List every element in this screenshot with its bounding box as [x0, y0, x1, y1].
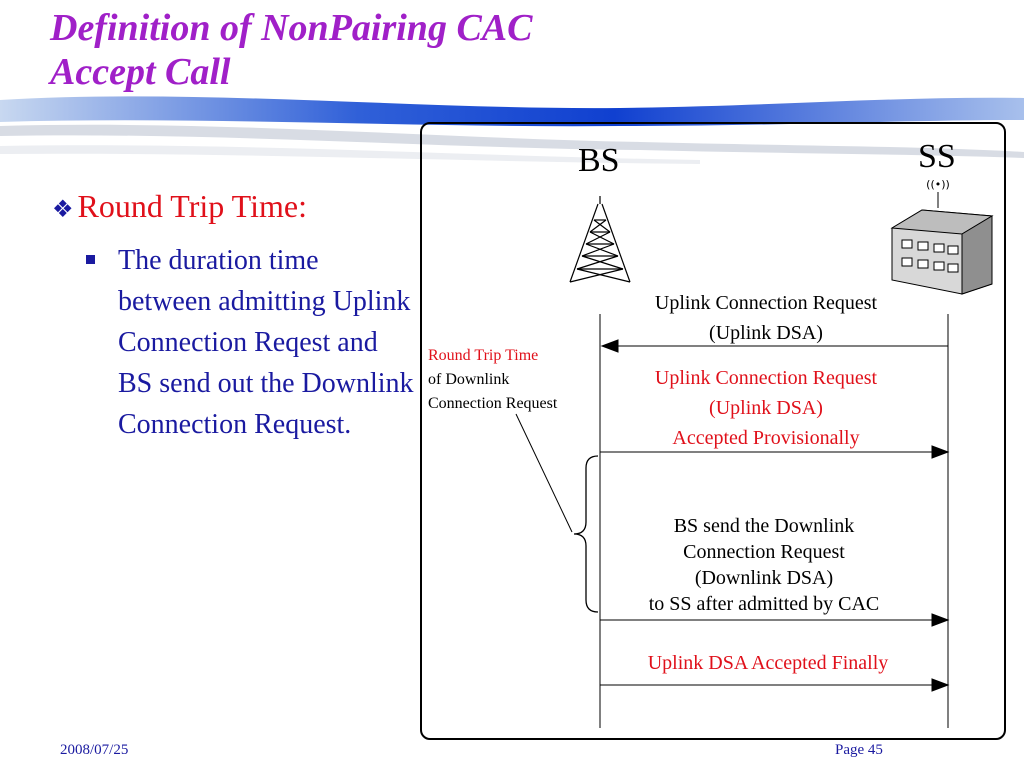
arrowhead-dl-request	[931, 613, 950, 627]
footer-date: 2008/07/25	[60, 742, 129, 758]
svg-text:((•)): ((•))	[926, 178, 950, 191]
msg2-line1: Uplink Connection Request	[654, 367, 878, 389]
diagram-lines: ((•))	[515, 178, 994, 728]
msg3-line1: BS send the Downlink	[673, 515, 855, 537]
rtt-label: Round Trip Time	[428, 347, 539, 364]
rtt-pointer-line	[515, 413, 573, 533]
msg3-line3: (Downlink DSA)	[694, 567, 834, 589]
bullet-main-text: Round Trip Time:	[77, 188, 307, 224]
rtt-brace	[573, 455, 599, 613]
bs-label: BS	[578, 142, 620, 179]
msg-downlink-request: BS send the Downlink Connection Request …	[649, 513, 880, 617]
msg1-line1: Uplink Connection Request	[654, 292, 878, 314]
msg3-line2: Connection Request	[683, 541, 845, 563]
msg-accepted-provisionally: Uplink Connection Request (Uplink DSA) A…	[655, 363, 877, 453]
msg2-line3: Accepted Provisionally	[672, 427, 860, 449]
arrowhead-provisional	[931, 445, 950, 459]
radio-tower-icon	[569, 196, 631, 283]
sequence-diagram: ((•)) BS SS	[420, 122, 1006, 740]
msg-accepted-finally: Uplink DSA Accepted Finally	[647, 652, 889, 674]
msg3-line4: to SS after admitted by CAC	[648, 593, 880, 615]
square-bullet-icon	[86, 255, 95, 264]
title-line-2: Accept Call	[50, 51, 231, 93]
building-station-icon: ((•))	[890, 178, 994, 295]
bullet-round-trip-time: ❖Round Trip Time:	[52, 188, 307, 225]
rtt-desc-line1: of Downlink	[428, 371, 510, 388]
arrowhead-final	[931, 678, 950, 692]
title-line-1: Definition of NonPairing CAC	[50, 7, 533, 49]
msg1-line2: (Uplink DSA)	[709, 322, 823, 344]
rtt-desc-line2: Connection Request	[428, 395, 558, 412]
msg2-line2: (Uplink DSA)	[709, 397, 823, 419]
title-banner	[0, 96, 1024, 164]
bullet-sub-text: The duration time between admitting Upli…	[118, 245, 414, 440]
msg-uplink-request: Uplink Connection Request (Uplink DSA)	[655, 288, 877, 348]
arrowhead-ul-request	[600, 339, 619, 353]
rtt-annotation: Round Trip Time of Downlink Connection R…	[428, 344, 557, 416]
footer-page: Page 45	[835, 742, 883, 758]
diamond-bullet-icon: ❖	[52, 197, 74, 223]
slide-title: Definition of NonPairing CAC Accept Call	[50, 6, 532, 94]
ss-label: SS	[918, 138, 956, 175]
